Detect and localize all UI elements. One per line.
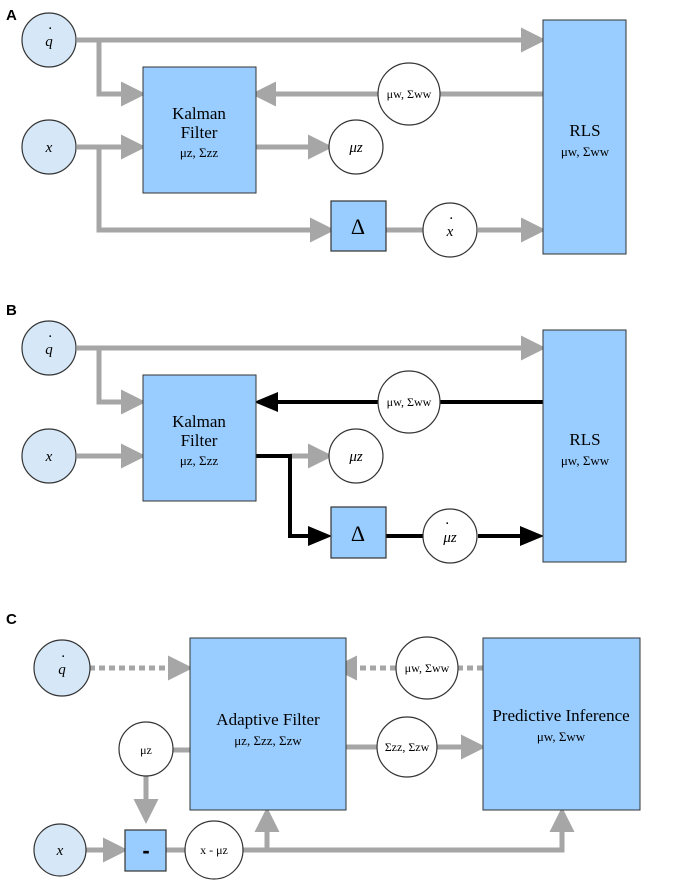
xdot-dot-glyph: ·: [449, 211, 453, 227]
xdot-node: [422, 202, 478, 258]
predictive-inference-box: [482, 637, 641, 811]
feedback-node: [395, 636, 459, 700]
muz-output-label: μz: [348, 140, 363, 156]
rls-box: [542, 329, 627, 563]
residual-label: x - μz: [200, 843, 228, 857]
panel-b: B q · x Kalman Filter μz, Σzz μw, Σww μz…: [6, 302, 627, 564]
feedback-node: [377, 62, 441, 126]
muz-output-node: [328, 428, 384, 484]
predictive-params: μw, Σww: [537, 729, 586, 744]
kalman-params: μz, Σzz: [180, 453, 219, 468]
forward-label: Σzz, Σzw: [385, 740, 430, 754]
x-input-node: [33, 823, 87, 877]
qdot-input-node: [33, 639, 91, 697]
x-input-node: [21, 119, 77, 175]
rls-title: RLS: [569, 121, 600, 140]
rls-title: RLS: [569, 430, 600, 449]
mudot-node: [422, 508, 478, 564]
qdot-input-node: [21, 320, 77, 376]
adaptive-title: Adaptive Filter: [216, 710, 320, 729]
muz-label: μz: [140, 743, 152, 757]
arrow-residual-to-predictive: [242, 807, 575, 853]
x-input-label: x: [45, 449, 53, 465]
qdot-input-label: q: [58, 662, 66, 678]
qdot-dot-glyph: ·: [48, 21, 52, 37]
rls-params: μw, Σww: [561, 144, 610, 159]
arrow-kalman-to-delta: [256, 454, 332, 546]
forward-node: [376, 716, 438, 778]
muz-output-node: [328, 119, 384, 175]
rls-box: [542, 19, 627, 255]
kalman-title-line1: Kalman: [172, 104, 226, 123]
delta-label: Δ: [351, 214, 365, 239]
panel-c-letter: C: [6, 611, 17, 628]
arrow-x-to-delta: [96, 147, 335, 243]
minus-label: -: [142, 838, 149, 863]
kalman-title-line2: Filter: [181, 431, 218, 450]
qdot-input-node: [21, 12, 77, 68]
feedback-node: [377, 370, 441, 434]
muz-output-label: μz: [348, 449, 363, 465]
qdot-dot-glyph: ·: [48, 329, 52, 345]
x-input-label: x: [56, 843, 64, 859]
mudot-dot-glyph: ·: [445, 516, 449, 532]
minus-box: [124, 829, 167, 872]
muz-node: [118, 721, 174, 777]
residual-node: [184, 820, 244, 880]
feedback-label: μw, Σww: [387, 87, 432, 101]
adaptive-filter-box: [189, 637, 347, 811]
panel-a: A q · x Kalman Filter μz, Σzz μw, Σww μz…: [6, 7, 627, 258]
kalman-title-line1: Kalman: [172, 412, 226, 431]
rls-params: μw, Σww: [561, 453, 610, 468]
arrow-qdot-to-kalman: [96, 40, 146, 107]
arrow-qdot-to-kalman: [96, 348, 146, 415]
panel-b-letter: B: [6, 302, 17, 319]
qdot-input-label: q: [45, 342, 53, 358]
qdot-input-label: q: [45, 34, 53, 50]
adaptive-params: μz, Σzz, Σzw: [234, 733, 302, 748]
kalman-filter-box: [142, 66, 257, 194]
qdot-dot-glyph: ·: [61, 649, 65, 665]
feedback-label: μw, Σww: [387, 395, 432, 409]
feedback-label: μw, Σww: [405, 661, 450, 675]
x-input-node: [21, 428, 77, 484]
delta-box: [330, 200, 387, 252]
x-input-label: x: [45, 140, 53, 156]
delta-box: [330, 506, 387, 559]
mudot-label: μz: [442, 530, 457, 546]
panel-a-letter: A: [6, 7, 17, 24]
delta-label: Δ: [351, 521, 365, 546]
panel-c: C q · Adaptive Filter μz, Σzz, Σzw μw, Σ…: [6, 611, 641, 880]
predictive-title: Predictive Inference: [492, 706, 629, 725]
kalman-params: μz, Σzz: [180, 145, 219, 160]
kalman-filter-box: [142, 374, 257, 502]
kalman-title-line2: Filter: [181, 123, 218, 142]
xdot-label: x: [446, 224, 454, 240]
